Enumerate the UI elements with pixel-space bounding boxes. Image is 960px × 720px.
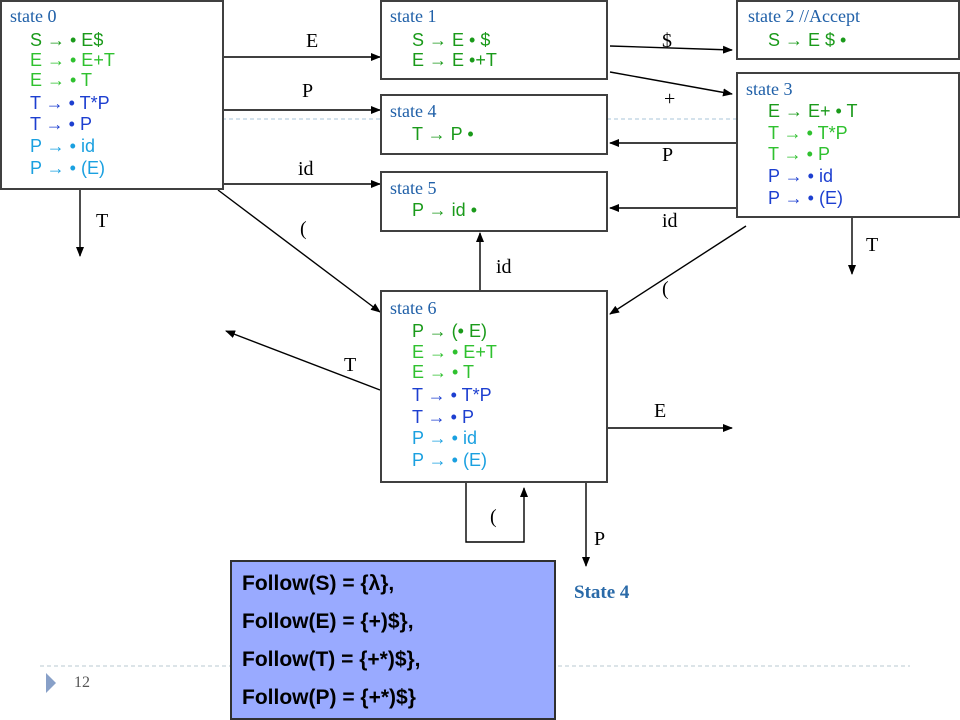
edge-label-s0-T: T [96, 210, 109, 232]
production-s5-0: P → id • [412, 200, 477, 220]
edge-label-s0-s6: ( [300, 218, 307, 240]
production-s3-3: P → • id [768, 166, 833, 186]
state4-target-label: State 4 [574, 582, 630, 603]
production-s0-1: E → • E+T [30, 50, 115, 70]
production-s6-6: P → • (E) [412, 450, 487, 470]
state-0-title: state 0 [10, 6, 57, 26]
state-box-6 [380, 290, 608, 483]
production-s6-5: P → • id [412, 428, 477, 448]
production-s6-0: P → (• E) [412, 321, 487, 341]
edge-label-s6-E: E [654, 400, 667, 422]
edge-s0-s6 [217, 189, 381, 313]
state-box-4 [380, 94, 608, 155]
production-s3-0: E → E+ • T [768, 101, 858, 121]
follow-set-P: Follow(P) = {+*)$} [242, 686, 416, 709]
state-6-title: state 6 [390, 298, 437, 318]
production-s6-2: E → • T [412, 362, 474, 382]
edge-s1-s2 [609, 45, 733, 54]
production-s6-1: E → • E+T [412, 342, 497, 362]
edge-s1-s3 [609, 71, 733, 97]
state-box-0 [0, 0, 224, 190]
state-box-1 [380, 0, 608, 80]
production-s6-3: T → • T*P [412, 385, 492, 405]
state-3-title: state 3 [746, 79, 793, 99]
edge-label-s3-s4: P [662, 144, 674, 166]
follow-sets-box: Follow(S) = {λ}, Follow(E) = {+)$}, Foll… [230, 560, 556, 720]
follow-set-T: Follow(T) = {+*)$}, [242, 648, 421, 671]
production-s2-0: S → E $ • [768, 30, 847, 50]
state-5-title: state 5 [390, 178, 437, 198]
follow-set-E: Follow(E) = {+)$}, [242, 610, 414, 633]
state-box-5 [380, 171, 608, 232]
state-1-title: state 1 [390, 6, 437, 26]
production-s6-4: T → • P [412, 407, 474, 427]
edge-label-s1-s2: $ [662, 30, 672, 52]
state-4-title: state 4 [390, 101, 437, 121]
production-s1-1: E → E •+T [412, 50, 497, 70]
page-number: 12 [74, 674, 90, 691]
edge-label-s6-self: ( [490, 506, 497, 528]
production-s3-1: T → • T*P [768, 123, 848, 143]
edge-label-s6-T: T [344, 354, 357, 376]
production-s1-0: S → E • $ [412, 30, 491, 50]
edge-label-s3-s6: ( [662, 278, 669, 300]
edge-label-s0-s1: E [306, 30, 319, 52]
edge-label-s0-s5: id [298, 158, 314, 180]
production-s0-3: T → • T*P [30, 93, 110, 113]
edge-s6-T [225, 330, 381, 391]
follow-set-S: Follow(S) = {λ}, [242, 572, 395, 595]
edge-label-s1-s3: + [664, 88, 676, 110]
edge-label-s3-s5: id [662, 210, 678, 232]
edge-s3-s6 [609, 225, 747, 315]
production-s0-4: T → • P [30, 114, 92, 134]
edge-s6-self-loop [465, 482, 528, 543]
production-s0-0: S → • E$ [30, 30, 104, 50]
production-s3-2: T → • P [768, 144, 830, 164]
production-s0-5: P → • id [30, 136, 95, 156]
production-s0-2: E → • T [30, 70, 92, 90]
slide-marker-icon [46, 673, 56, 693]
edge-label-s3-T: T [866, 234, 879, 256]
production-s3-4: P → • (E) [768, 188, 843, 208]
production-s0-6: P → • (E) [30, 158, 105, 178]
state-2-title: state 2 //Accept [748, 6, 860, 26]
state-box-2 [736, 0, 960, 60]
edge-label-s0-s4: P [302, 80, 314, 102]
edge-label-s6-P: P [594, 528, 606, 550]
state-box-3 [736, 72, 960, 218]
edge-label-s6-s5: id [496, 256, 512, 278]
production-s4-0: T → P • [412, 124, 474, 144]
